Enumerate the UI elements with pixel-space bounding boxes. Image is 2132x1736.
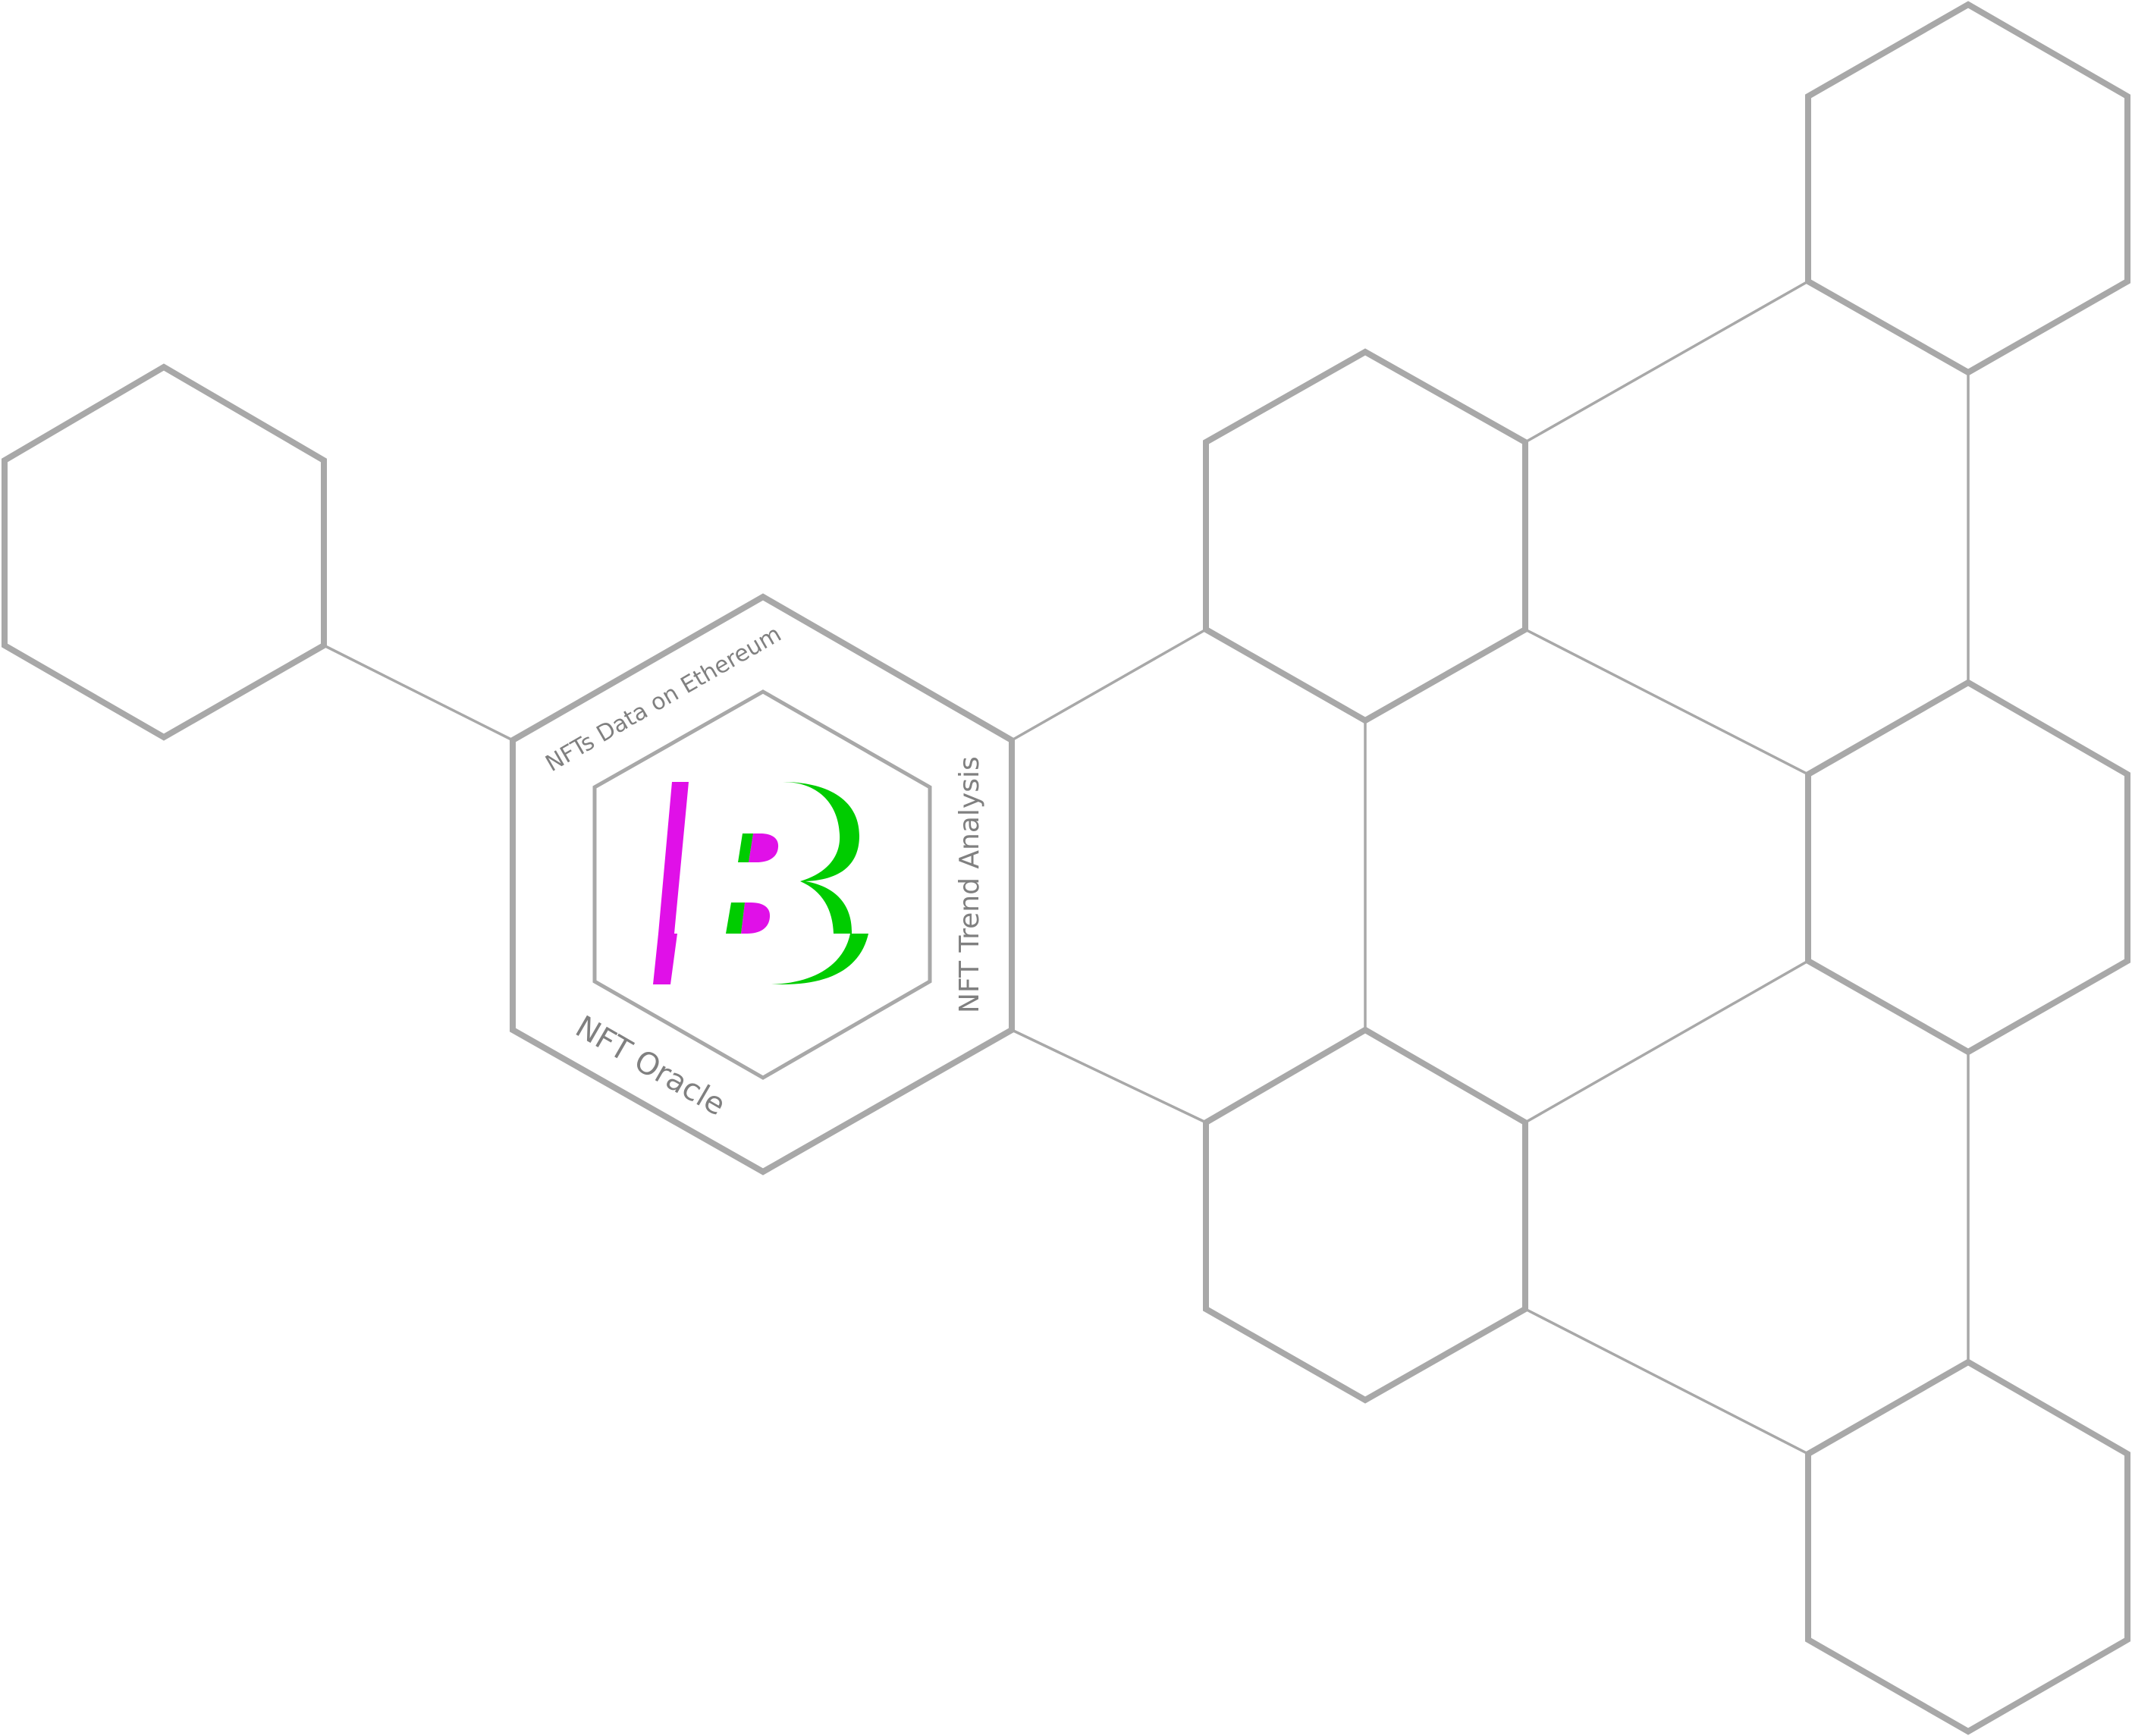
- logo-green-counter-upper: [738, 833, 753, 862]
- logo-green-counter-lower: [726, 903, 745, 934]
- link-left-to-center: [323, 644, 513, 742]
- hexagon-upper: [1203, 348, 1528, 724]
- label-nft-trend-analysis: NFT Trend Analysis: [954, 756, 985, 1013]
- logo-bottom-half: [653, 934, 868, 984]
- logo-magenta-stem-top: [658, 782, 689, 934]
- hexagon-lower: [1203, 1026, 1528, 1404]
- hexagon-left: [1, 363, 327, 741]
- hexagon-center-outer: [510, 593, 1015, 1176]
- link-lower-to-bottomright: [1524, 1307, 1809, 1455]
- hexagon-mid-right: [1805, 679, 2130, 1056]
- link-upper-to-topright: [1524, 280, 1809, 444]
- logo-green-bowl-bottom: [771, 934, 868, 984]
- logo-magenta-counter-upper: [749, 833, 779, 862]
- link-upper-to-midright: [1524, 628, 1809, 776]
- connector-lines: [323, 280, 1970, 1455]
- logo-green-bowl-top: [783, 782, 859, 934]
- link-lower-to-midright: [1524, 959, 1809, 1124]
- logo-b-icon: [653, 782, 868, 984]
- link-center-to-upper: [1011, 628, 1207, 742]
- logo-magenta-stem-bottom: [653, 934, 677, 984]
- link-center-to-lower: [1011, 1028, 1207, 1124]
- hexagon-bottom-right: [1805, 1358, 2130, 1735]
- hexagon-top-right: [1805, 1, 2130, 376]
- hexagon-center-inner: [592, 689, 932, 1080]
- logo-top-half: [658, 782, 859, 934]
- logo-magenta-counter-lower: [741, 903, 771, 934]
